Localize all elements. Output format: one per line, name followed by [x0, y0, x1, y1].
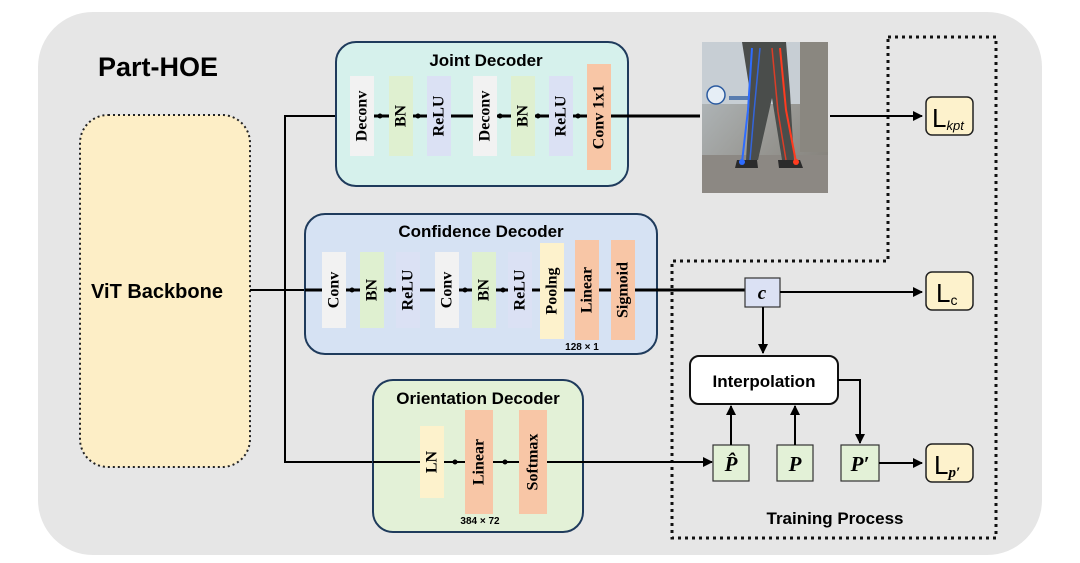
confidence-layer-5-label: BN [476, 278, 493, 301]
confidence-layer-2-label: BN [364, 278, 381, 301]
p-hat-symbol: P̂ [724, 451, 738, 476]
joint-layer-5-block [511, 76, 535, 156]
confidence-layer-5-block [472, 252, 496, 328]
training-process-region [670, 35, 998, 540]
confidence-layer-dots [349, 287, 506, 293]
confidence-layer-6-label: ReLU [512, 269, 529, 310]
p-prime-symbol: P′ [850, 452, 870, 476]
joint-layer-5-label: BN [515, 104, 532, 127]
confidence-layers: Conv BN ReLU Conv BN ReLU Poolng Linear Sigmoid [322, 240, 635, 340]
orientation-layer-1-block [420, 426, 444, 498]
confidence-decoder-title: Confidence Decoder [398, 222, 564, 241]
p-prime-box [840, 444, 880, 482]
loss-c: Lc [925, 271, 974, 311]
confidence-layer-3-block [396, 252, 420, 328]
confidence-layer-1-block [322, 252, 346, 328]
joint-layer-3-block [427, 76, 451, 156]
orientation-layer-3-block [519, 410, 547, 514]
loss-kpt-main: L [932, 103, 946, 133]
confidence-layer-9-block [611, 240, 635, 340]
loss-c-sub: c [950, 292, 957, 308]
pose-photo [702, 42, 828, 193]
orientation-layer-2-label: Linear [471, 439, 488, 485]
loss-p: Lp′ [925, 443, 974, 483]
loss-kpt-sub: kpt [946, 118, 965, 133]
joint-layer-3-label: ReLU [431, 95, 448, 136]
joint-layer-7-label: Conv 1x1 [591, 85, 608, 149]
confidence-layer-2-block [360, 252, 384, 328]
confidence-layer-1-label: Conv [326, 272, 343, 308]
interpolation-label: Interpolation [713, 372, 816, 391]
joint-layer-2-label: BN [393, 104, 410, 127]
confidence-layer-4-label: Conv [439, 272, 456, 308]
orientation-layers: LN Linear Softmax [420, 410, 547, 514]
joint-layers: Deconv BN ReLU Deconv BN ReLU Conv 1x1 [350, 64, 611, 170]
confidence-layer-7-block [540, 243, 564, 339]
orientation-dim-note: 384 × 72 [460, 516, 500, 527]
loss-p-sub: p′ [946, 465, 960, 481]
confidence-layer-7-label: Poolng [544, 267, 561, 314]
svg-text:Lc: Lc [936, 278, 957, 308]
orientation-layer-dots [452, 459, 508, 465]
joint-decoder-title: Joint Decoder [429, 51, 543, 70]
p-symbol: P [788, 452, 802, 476]
joint-layer-6-block [549, 76, 573, 156]
confidence-layer-8-label: Linear [579, 267, 596, 313]
svg-text:Lp′: Lp′ [934, 450, 960, 481]
confidence-layer-6-block [508, 252, 532, 328]
connector-lines [250, 115, 373, 463]
orientation-layer-3-label: Softmax [525, 434, 542, 491]
confidence-layer-4-block [435, 252, 459, 328]
confidence-dim-note: 128 × 1 [565, 342, 599, 353]
orientation-layer-2-block [465, 410, 493, 514]
training-process-label: Training Process [767, 509, 904, 528]
joint-layer-4-block [473, 76, 497, 156]
joint-layer-2-block [389, 76, 413, 156]
confidence-layer-9-label: Sigmoid [615, 262, 632, 318]
confidence-symbol-box [744, 277, 781, 308]
joint-layer-1-label: Deconv [354, 91, 371, 142]
joint-layer-6-label: ReLU [553, 95, 570, 136]
joint-layer-4-label: Deconv [477, 91, 494, 142]
svg-text:Lkpt: Lkpt [932, 103, 965, 133]
orientation-decoder-title: Orientation Decoder [396, 389, 560, 408]
p-box [776, 444, 814, 482]
loss-p-main: L [934, 450, 948, 480]
confidence-symbol: c [758, 283, 767, 304]
joint-layer-dots [377, 113, 581, 119]
orientation-layer-1-label: LN [424, 450, 441, 473]
confidence-layer-3-label: ReLU [400, 269, 417, 310]
joint-layer-7-block [587, 64, 611, 170]
loss-c-main: L [936, 278, 950, 308]
training-arrows [726, 379, 923, 468]
confidence-layer-8-block [575, 240, 599, 340]
diagram-title: Part-HOE [98, 52, 218, 82]
loss-kpt: Lkpt [925, 96, 974, 136]
vit-backbone-label: ViT Backbone [91, 281, 223, 303]
joint-layer-1-block [350, 76, 374, 156]
